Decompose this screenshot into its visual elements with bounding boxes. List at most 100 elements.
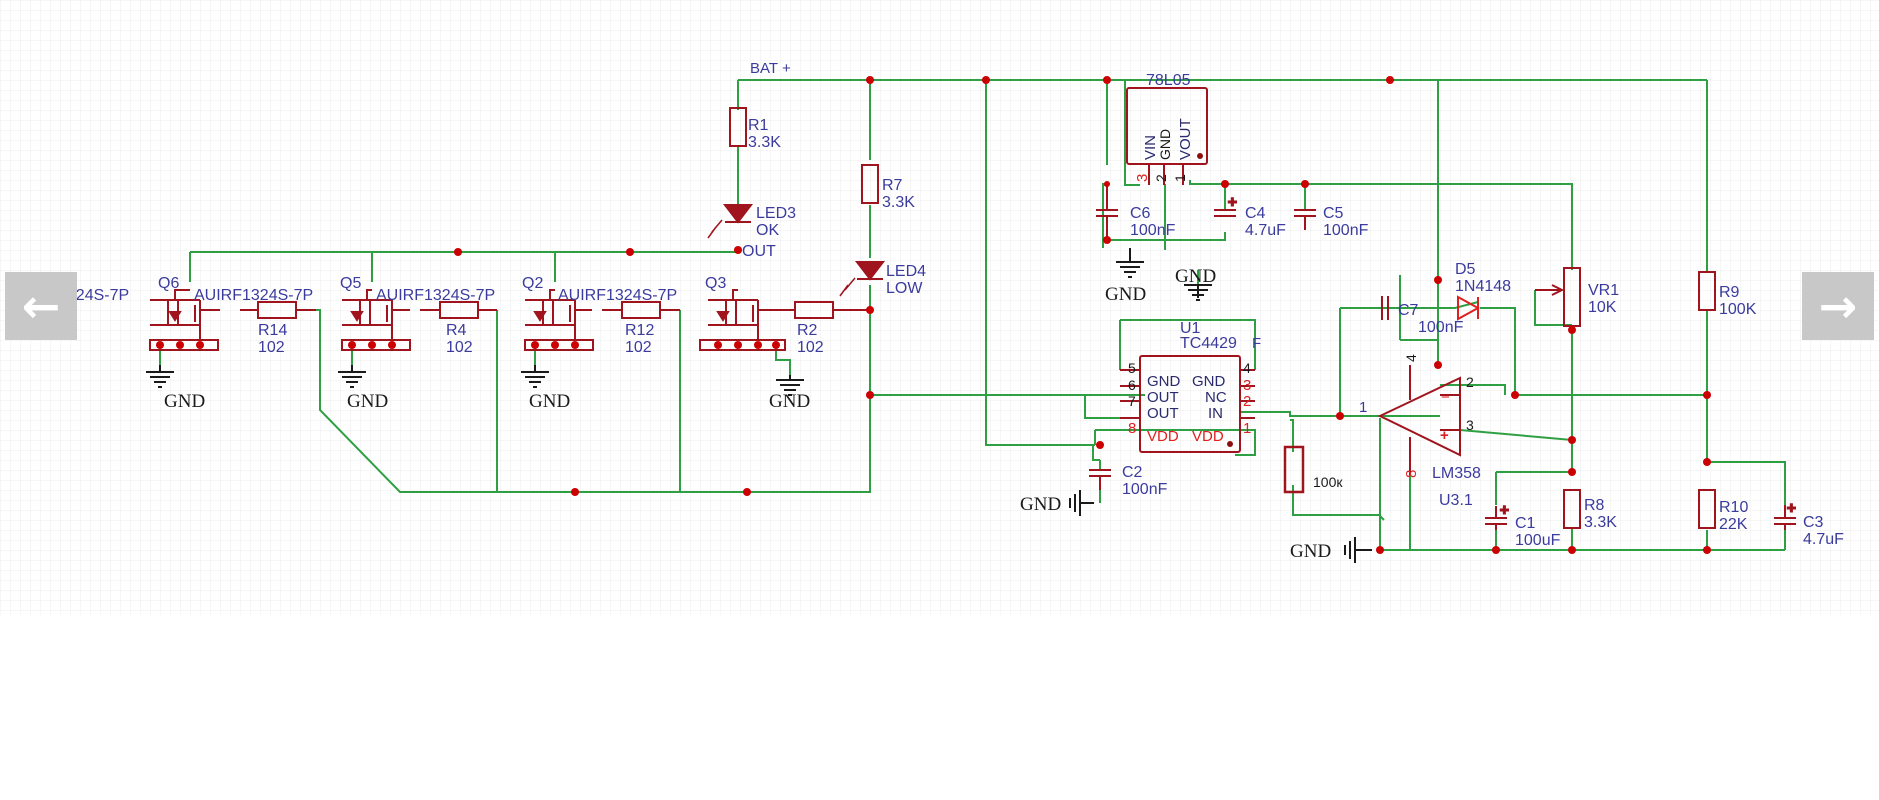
c5-value: 100nF xyxy=(1323,222,1369,239)
r2-value: 102 xyxy=(797,339,824,356)
opamp-gnd-pin: 4 xyxy=(1403,354,1419,362)
u1-pin-left-2: OUT xyxy=(1147,389,1179,406)
gnd-label-c6: GND xyxy=(1105,284,1146,305)
r4-value: 102 xyxy=(446,339,473,356)
c6-ref: C6 xyxy=(1130,205,1151,222)
mosfet-group xyxy=(149,289,786,351)
cap-c2[interactable] xyxy=(1089,469,1111,490)
r9-ref: R9 xyxy=(1719,284,1740,301)
grid-background xyxy=(0,0,1879,615)
arrow-left-icon: ← xyxy=(21,279,61,333)
u1-num-6: 6 xyxy=(1128,377,1136,393)
resistor-r9[interactable] xyxy=(1698,271,1716,311)
r2-ref: R2 xyxy=(797,322,818,339)
led3-ref: LED3 xyxy=(756,205,796,222)
r1-value: 3.3K xyxy=(748,134,781,151)
c5-ref: C5 xyxy=(1323,205,1344,222)
driver-u1[interactable] xyxy=(1120,355,1255,453)
regulator-pin-num-2: 2 xyxy=(1153,174,1169,182)
r8-ref: R8 xyxy=(1584,497,1605,514)
u1-num-5: 5 xyxy=(1128,360,1136,376)
cap-c3[interactable] xyxy=(1774,505,1796,530)
cap-c4[interactable] xyxy=(1214,209,1236,217)
mosfet-q2[interactable] xyxy=(524,289,594,351)
r9-value: 100K xyxy=(1719,301,1757,318)
u1-pin-right-4: VDD xyxy=(1192,428,1224,445)
gnd-label-q6: GND xyxy=(164,391,205,412)
c7-ref: C7 xyxy=(1398,302,1419,319)
regulator-pin-vout: VOUT xyxy=(1177,118,1194,160)
resistor-r8[interactable] xyxy=(1563,489,1581,529)
d5-part: 1N4148 xyxy=(1455,278,1511,295)
q5-part-label: AUIRF1324S-7P xyxy=(194,287,313,304)
cap-c6[interactable] xyxy=(1096,184,1118,240)
opamp-out-pin: 1 xyxy=(1359,399,1367,416)
r8-value: 3.3K xyxy=(1584,514,1617,531)
vr1-ref: VR1 xyxy=(1588,282,1619,299)
resistor-r7[interactable] xyxy=(861,164,879,204)
u1-ref: U1 xyxy=(1180,320,1201,337)
mosfet-q3[interactable] xyxy=(699,289,786,351)
c3-value: 4.7uF xyxy=(1803,531,1844,548)
c4-ref: C4 xyxy=(1245,205,1266,222)
labels: BAT + AUIRF1324S-7P Q6 AUIRF1324S-7P Q5 … xyxy=(10,60,1844,562)
u1-num-3: 3 xyxy=(1243,377,1251,394)
opamp-ref: U3.1 xyxy=(1439,492,1473,509)
leds xyxy=(707,204,1481,321)
cap-c5[interactable] xyxy=(1294,209,1316,230)
c7-value: 100nF xyxy=(1418,319,1464,336)
c2-ref: C2 xyxy=(1122,464,1143,481)
regulator-ref: 78L05 xyxy=(1146,72,1191,89)
u1-num-2: 2 xyxy=(1243,393,1251,410)
opamp-minus: − xyxy=(1441,389,1450,406)
u1-num-4: 4 xyxy=(1243,360,1251,376)
c2-value: 100nF xyxy=(1122,481,1168,498)
r12-ref: R12 xyxy=(625,322,654,339)
resistor-r10[interactable] xyxy=(1698,489,1716,529)
q3-ref: Q3 xyxy=(705,275,726,292)
u1-part: TC4429 xyxy=(1180,335,1237,352)
regulator-pin-vin: VIN xyxy=(1142,135,1159,160)
r12-value: 102 xyxy=(625,339,652,356)
c4-value: 4.7uF xyxy=(1245,222,1286,239)
u1-pin-right-3: IN xyxy=(1208,405,1223,422)
resistor-r1[interactable] xyxy=(729,107,747,147)
q2-ref: Q2 xyxy=(522,275,543,292)
led4-symbol[interactable] xyxy=(839,261,886,297)
cap-c1[interactable] xyxy=(1485,506,1507,530)
opamp-noninv-pin: 3 xyxy=(1466,417,1474,433)
vr1-value: 10K xyxy=(1588,299,1617,316)
u1-pin-left-3: OUT xyxy=(1147,405,1179,422)
resistor-rx-100k[interactable] xyxy=(1283,445,1305,494)
u1-pin-left-1: GND xyxy=(1147,373,1181,390)
opamp-vcc-pin: 8 xyxy=(1403,470,1420,478)
r10-value: 22K xyxy=(1719,516,1748,533)
u1-num-8: 8 xyxy=(1128,420,1136,437)
q2-part-label: AUIRF1324S-7P xyxy=(376,287,495,304)
c1-ref: C1 xyxy=(1515,515,1536,532)
d5-ref: D5 xyxy=(1455,261,1476,278)
arrow-right-icon: → xyxy=(1818,279,1858,333)
regulator-pin-num-1: 1 xyxy=(1172,174,1188,182)
led3-symbol[interactable] xyxy=(707,204,754,239)
led4-label-low: LOW xyxy=(886,280,923,297)
mosfet-q5[interactable] xyxy=(341,289,411,351)
previous-arrow-button[interactable]: ← xyxy=(5,272,77,340)
next-arrow-button[interactable]: → xyxy=(1802,272,1874,340)
u1-pin-right-1: GND xyxy=(1192,373,1226,390)
diode-d5-symbol[interactable] xyxy=(1457,295,1481,321)
opamp-u3[interactable] xyxy=(1377,365,1461,475)
capacitors: + + + xyxy=(1089,184,1797,530)
gnd-label-q5: GND xyxy=(347,391,388,412)
c6-value: 100nF xyxy=(1130,222,1176,239)
mosfet-q6[interactable] xyxy=(149,289,219,351)
ground-symbols xyxy=(146,248,1372,563)
u1-num-1: 1 xyxy=(1243,420,1251,437)
regulator-78l05[interactable] xyxy=(1126,87,1208,185)
u1-pin-left-4: VDD xyxy=(1147,428,1179,445)
r10-ref: R10 xyxy=(1719,499,1748,516)
svg-text:+: + xyxy=(1787,500,1796,517)
q6-ref: Q6 xyxy=(158,275,179,292)
gnd-label-q2: GND xyxy=(529,391,570,412)
